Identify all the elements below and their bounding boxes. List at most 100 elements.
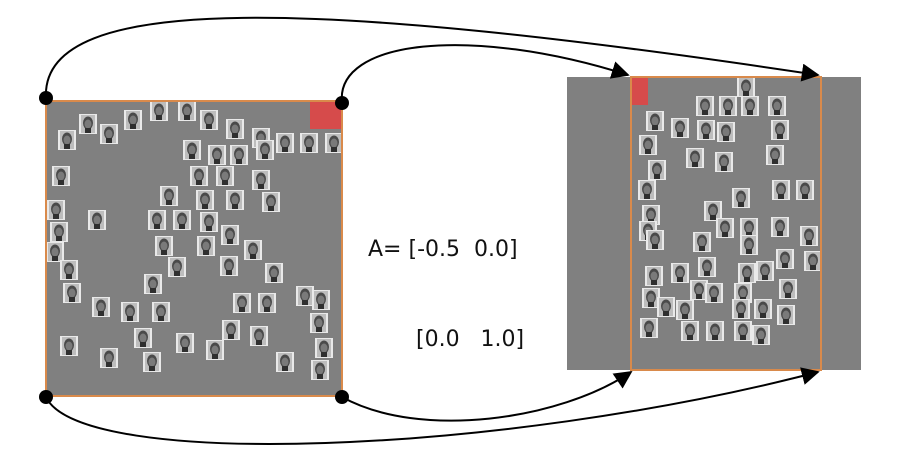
face-thumbnail — [776, 249, 794, 269]
transform-matrix: A= [-0.5 0.0] [0.0 1.0] — [368, 175, 524, 385]
face-thumbnail — [315, 338, 333, 358]
face-thumbnail — [698, 257, 716, 277]
face-thumbnail — [100, 348, 118, 368]
face-thumbnail — [252, 170, 270, 190]
face-thumbnail — [222, 320, 240, 340]
face-thumbnail — [657, 297, 675, 317]
face-thumbnail — [681, 321, 699, 341]
face-thumbnail — [310, 313, 328, 333]
face-thumbnail — [150, 101, 168, 121]
face-thumbnail — [686, 148, 704, 168]
face-thumbnail — [226, 119, 244, 139]
face-thumbnail — [148, 210, 166, 230]
face-thumbnail — [645, 266, 663, 286]
face-thumbnail — [772, 180, 790, 200]
face-thumbnail — [732, 299, 750, 319]
face-thumbnail — [200, 110, 218, 130]
face-thumbnail — [206, 340, 224, 360]
face-thumbnail — [754, 299, 772, 319]
target-corner-highlight — [631, 77, 648, 105]
face-thumbnail — [58, 130, 76, 150]
face-thumbnail — [190, 166, 208, 186]
face-thumbnail — [738, 263, 756, 283]
face-thumbnail — [47, 200, 65, 220]
face-thumbnail — [262, 192, 280, 212]
face-thumbnail — [777, 305, 795, 325]
face-thumbnail — [265, 263, 283, 283]
face-thumbnail — [88, 210, 106, 230]
face-thumbnail — [143, 352, 161, 372]
face-thumbnail — [640, 318, 658, 338]
face-thumbnail — [244, 240, 262, 260]
face-thumbnail — [741, 96, 759, 116]
face-thumbnail — [796, 180, 814, 200]
face-thumbnail — [752, 325, 770, 345]
face-thumbnail — [50, 222, 68, 242]
face-thumbnail — [220, 256, 238, 276]
matrix-row-1-values: [-0.5 0.0] — [408, 237, 518, 262]
face-thumbnail — [300, 133, 318, 153]
face-thumbnail — [121, 302, 139, 322]
face-thumbnail — [60, 260, 78, 280]
face-thumbnail — [639, 135, 657, 155]
face-thumbnail — [276, 352, 294, 372]
face-thumbnail — [671, 118, 689, 138]
matrix-row-1: A= [-0.5 0.0] — [368, 235, 524, 265]
face-thumbnail — [800, 226, 818, 246]
arrow-top-right-to-left — [340, 44, 630, 104]
face-thumbnail — [226, 190, 244, 210]
face-thumbnail — [693, 232, 711, 252]
face-thumbnail — [676, 300, 694, 320]
face-thumbnail — [60, 336, 78, 356]
face-thumbnail — [176, 333, 194, 353]
matrix-row-2-values: [0.0 1.0] — [416, 327, 525, 352]
face-thumbnail — [756, 261, 774, 281]
face-thumbnail — [766, 145, 784, 165]
face-thumbnail — [134, 328, 152, 348]
face-thumbnail — [178, 101, 196, 121]
face-thumbnail — [734, 321, 752, 341]
arrow-top-left-to-right — [44, 16, 820, 99]
face-thumbnail — [325, 133, 343, 153]
face-thumbnail — [715, 152, 733, 172]
face-thumbnail — [768, 96, 786, 116]
face-thumbnail — [183, 140, 201, 160]
face-thumbnail — [732, 188, 750, 208]
face-thumbnail — [719, 96, 737, 116]
face-thumbnail — [779, 279, 797, 299]
face-thumbnail — [737, 77, 755, 97]
face-thumbnail — [155, 236, 173, 256]
face-thumbnail — [740, 235, 758, 255]
face-thumbnail — [646, 111, 664, 131]
arrow-bottom-left-to-right — [45, 367, 820, 445]
face-thumbnail — [233, 293, 251, 313]
face-thumbnail — [706, 321, 724, 341]
face-thumbnail — [46, 242, 64, 262]
target-panel — [567, 76, 861, 371]
source-panel — [39, 91, 349, 404]
face-thumbnail — [705, 283, 723, 303]
face-thumbnail — [124, 110, 142, 130]
face-thumbnail — [92, 297, 110, 317]
arrow-bottom-right-to-left — [341, 370, 633, 422]
face-thumbnail — [152, 302, 170, 322]
matrix-prefix: A= — [368, 237, 402, 262]
face-thumbnail — [646, 230, 664, 250]
face-thumbnail — [771, 120, 789, 140]
face-thumbnail — [312, 290, 330, 310]
face-thumbnail — [197, 236, 215, 256]
target-region-border — [630, 76, 822, 371]
face-thumbnail — [671, 263, 689, 283]
face-thumbnail — [168, 257, 186, 277]
mapping-arrows — [44, 16, 820, 445]
face-thumbnail — [258, 293, 276, 313]
face-thumbnail — [160, 186, 178, 206]
face-thumbnail — [200, 212, 218, 232]
face-thumbnail — [804, 251, 822, 271]
face-thumbnail — [230, 145, 248, 165]
face-thumbnail — [144, 274, 162, 294]
face-thumbnail — [696, 96, 714, 116]
face-thumbnail — [100, 124, 118, 144]
face-thumbnail — [638, 180, 656, 200]
face-thumbnail — [221, 225, 239, 245]
